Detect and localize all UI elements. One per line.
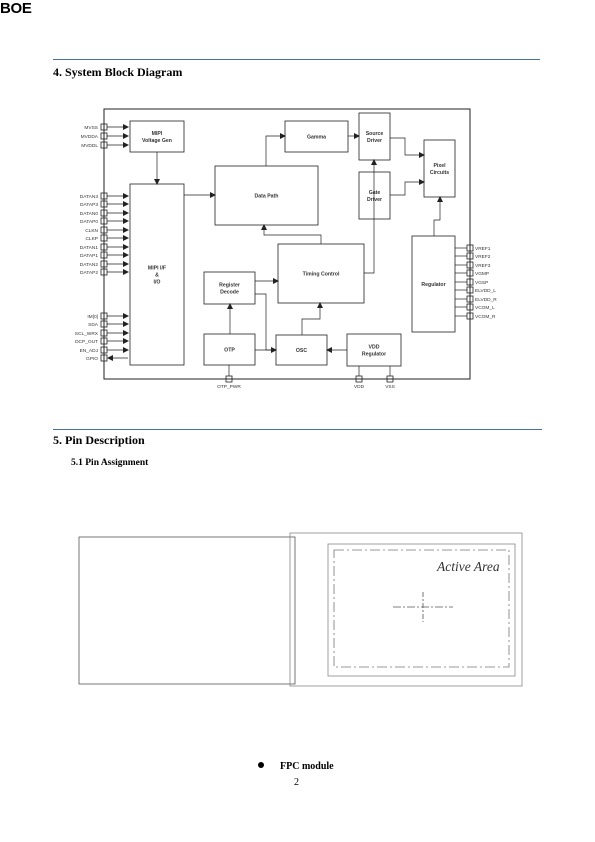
block-label: I/O [154,280,161,286]
block-gamma [284,120,349,153]
right-pin-label: VCOM_L [475,305,495,311]
left-pin-label: EN_ADJ [80,348,99,354]
block-wire [390,179,425,196]
block-label: OSC [296,348,307,354]
block-label: Regulator [362,352,386,358]
left-pin-label: IM[0] [87,314,98,320]
block-label: Circuits [430,170,449,176]
block-label: Voltage Gen [142,138,172,144]
left-pin-label: CLKN [85,228,98,234]
block-label: Driver [367,138,382,144]
block-osc [275,334,328,366]
bottom-pin-label: VDD [354,384,365,390]
left-pin-label: MVDDL [81,143,98,149]
left-pin-label: MVDDA [81,134,99,140]
block-wire [301,302,323,335]
left-pin-label: DATAN0 [80,211,99,217]
block-label: VDD [369,345,380,351]
left-pin-label: DCP_OUT [75,339,98,345]
block-source-driver [358,112,391,161]
block-timing-control [277,243,365,304]
block-wire [265,133,286,166]
block-wire [390,137,425,158]
left-pin-label: DATAN3 [80,194,99,200]
block-wire [261,224,322,244]
fpc-module-caption: FPC module [258,761,334,772]
block-label: Source [366,131,384,137]
right-pin-label: VCOM_R [475,314,496,320]
left-pin-label: DATAN2 [80,262,99,268]
block-label: Timing Control [303,272,340,278]
block-wire [364,159,377,274]
left-pin-label: MVSS [84,125,98,131]
section-4-title: 4. System Block Diagram [53,65,183,79]
block-label: Pixel [433,163,446,169]
right-pin-label: ELVDD_R [475,297,497,303]
block-label: MIPI I/F [148,266,166,272]
left-pin-label: DATAP2 [80,270,98,276]
block-label: Decode [220,290,239,296]
system-block-diagram: MVSS MVDDA MVDDL DATAN3DATAP3DATAN0DATAP0CL… [75,108,497,390]
block-pixel-circuits [423,139,456,198]
right-pin-label: VREF2 [475,254,491,260]
block-data-path [214,165,319,226]
right-pin-label: VREF1 [475,246,491,252]
left-pin-label: SCL_WRX [75,331,99,337]
section-5-title: 5. Pin Description [53,433,145,447]
block-vdd-regulator [346,333,402,367]
left-pin-label: DATAN1 [80,245,99,251]
block-label: MIPI [152,131,163,137]
block-label: OTP [224,348,235,354]
left-pin-label: DATAP0 [80,219,98,225]
left-pin-label: DATAP1 [80,253,98,259]
fpc-module-text: FPC module [280,761,334,772]
block-label: Regulator [421,282,445,288]
bottom-pin-label: OTP_PWR [217,384,241,390]
left-pin-label: CLKP [85,236,98,242]
chip-outline [103,108,471,380]
active-area-dashed [333,549,510,668]
block-mipi-voltage-gen [129,120,185,153]
block-otp [203,333,256,366]
fpc-outline [78,536,296,685]
right-pin-label: VREF3 [475,263,491,269]
panel-outline [289,532,523,687]
active-area-label: Active Area [437,559,500,574]
left-pin-label: SDA [88,322,99,328]
bottom-pin-label: VSS [385,384,395,390]
header-rule [53,59,540,60]
block-label: Register [219,283,240,289]
block-wire [433,196,443,236]
block-label: Gate [369,190,381,196]
block-mipi-if [129,183,185,366]
section-rule [53,429,542,430]
diagram-wires [107,124,467,376]
left-pin-label: DATAP3 [80,202,98,208]
bullet-icon [258,762,264,768]
right-pin-label: ELVDD_L [475,288,496,294]
page-number: 2 [294,777,299,788]
right-pin-label: VGMP [475,271,489,277]
block-label: Driver [367,197,382,203]
right-pin-label: VGSP [475,280,488,286]
block-label: Data Path [255,194,279,200]
block-label: Gamma [307,135,326,141]
active-area-outer [327,543,516,677]
block-label: & [155,273,159,279]
left-pin-label: GPIO [86,356,98,362]
company-logo: BOE [0,0,32,17]
block-gate-driver [358,171,391,220]
block-regulator [411,235,456,333]
subsection-5-1-title: 5.1 Pin Assignment [71,458,149,468]
